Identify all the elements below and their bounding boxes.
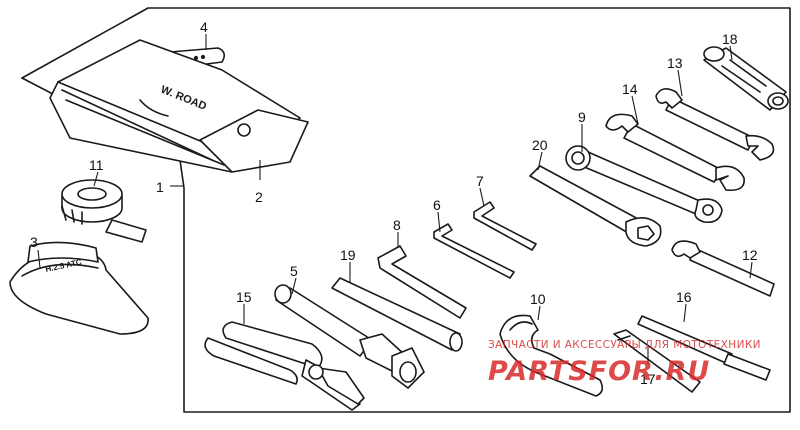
part-19-bar — [331, 277, 463, 352]
part-15-pliers — [204, 321, 365, 411]
part-18-socket-handle — [703, 46, 789, 111]
label-part-5: 5 — [290, 263, 298, 279]
label-part-8: 8 — [393, 217, 401, 233]
part-16-screwdriver — [637, 315, 771, 381]
watermark-brand: PARTSFOR.RU — [488, 356, 710, 387]
part-10-hook-spanner — [499, 314, 604, 397]
label-part-4: 4 — [200, 19, 208, 35]
label-part-18: 18 — [722, 31, 738, 47]
part-1-tool-roll — [49, 39, 309, 173]
part-17-screwdriver — [613, 329, 701, 393]
watermark: ЗАПЧАСТИ И АКСЕССУАРЫ ДЛЯ МОТОТЕХНИКИ PA… — [488, 339, 761, 387]
part-3-tool-pouch — [9, 241, 149, 335]
label-part-1: 1 — [156, 179, 164, 195]
assembly-frame — [21, 7, 791, 413]
label-part-11: 11 — [89, 157, 104, 173]
label-part-7: 7 — [476, 173, 484, 189]
part-number-labels: 4 1 2 3 11 13 18 14 9 20 7 6 8 19 5 15 1… — [30, 19, 758, 387]
label-part-16: 16 — [676, 289, 692, 305]
label-part-9: 9 — [578, 109, 586, 125]
label-part-3: 3 — [30, 234, 38, 250]
label-part-12: 12 — [742, 247, 758, 263]
part-13-open-wrench — [655, 88, 775, 161]
leader-lines — [37, 34, 753, 364]
part-9-ring-wrench — [565, 145, 723, 224]
part-12-open-wrench — [671, 240, 775, 297]
part-14-open-wrench — [605, 113, 745, 192]
part-6-hex-key — [433, 223, 515, 279]
part-5-plug-wrench — [274, 284, 425, 389]
label-part-19: 19 — [340, 247, 356, 263]
label-part-17: 17 — [640, 371, 656, 387]
part-11-tape-roll — [61, 179, 147, 243]
watermark-caption: ЗАПЧАСТИ И АКСЕССУАРЫ ДЛЯ МОТОТЕХНИКИ — [488, 339, 761, 351]
label-part-14: 14 — [622, 81, 638, 97]
part-7-hex-key — [473, 201, 537, 251]
label-part-2: 2 — [255, 189, 263, 205]
label-part-13: 13 — [667, 55, 683, 71]
part-20-box-wrench — [529, 165, 662, 247]
part-8-hex-key — [377, 245, 467, 319]
label-part-15: 15 — [236, 289, 252, 305]
label-part-6: 6 — [433, 197, 441, 213]
label-part-20: 20 — [532, 137, 548, 153]
label-part-10: 10 — [530, 291, 546, 307]
